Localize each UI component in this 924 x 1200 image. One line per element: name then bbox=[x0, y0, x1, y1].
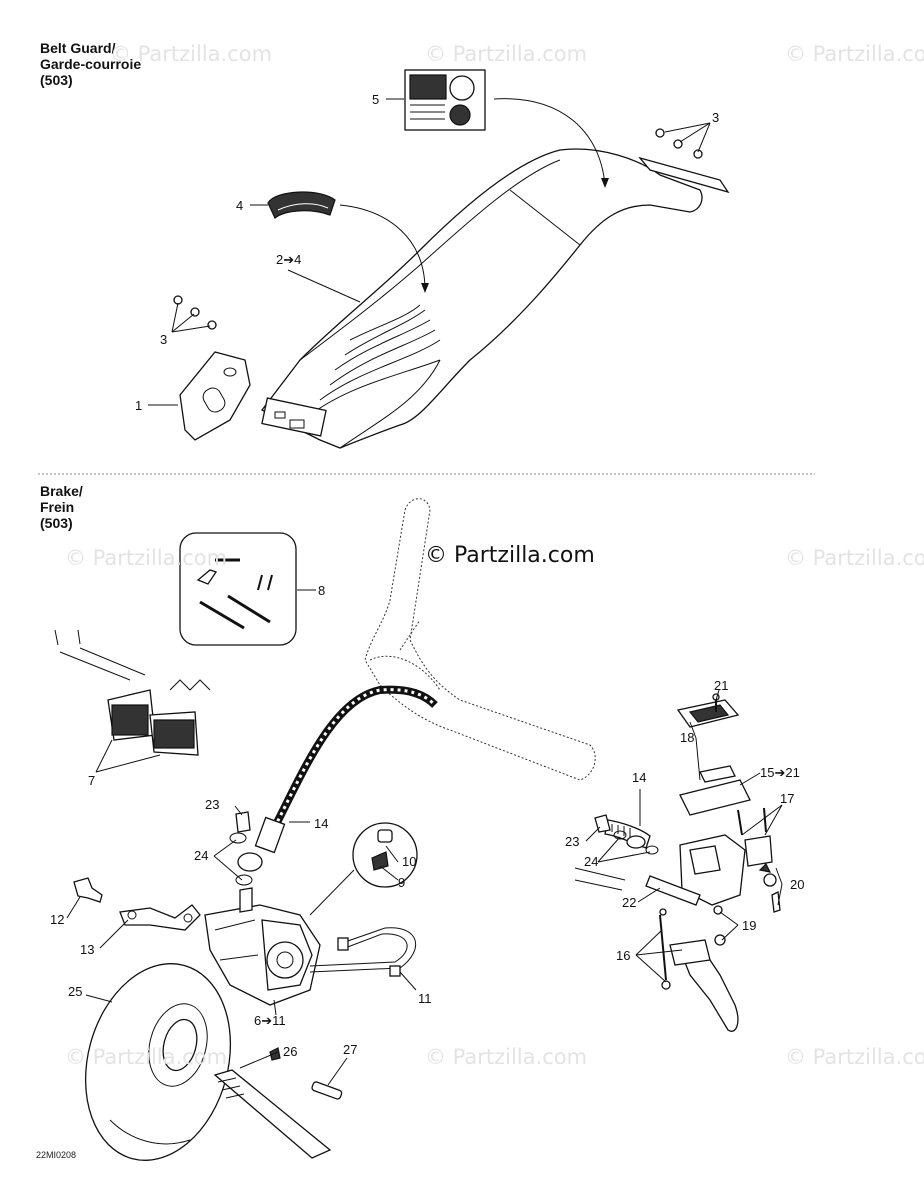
brake-disc-25 bbox=[84, 963, 232, 1161]
callout-5: 5 bbox=[372, 92, 379, 107]
watermark: © Partzilla.com bbox=[785, 42, 924, 66]
callout-10: 10 bbox=[402, 854, 416, 869]
callout-19: 19 bbox=[742, 918, 756, 933]
bracket-13 bbox=[119, 904, 201, 931]
belt-guard-title-en: Belt Guard/ bbox=[40, 40, 116, 56]
belt-guard-title-fr: Garde-courroie bbox=[40, 56, 142, 72]
callout-23a: 23 bbox=[205, 797, 219, 812]
brake-title-en: Brake/ bbox=[40, 483, 83, 499]
brake-pads-7 bbox=[54, 629, 211, 756]
key-27 bbox=[311, 1081, 343, 1100]
callout-11: 11 bbox=[418, 991, 432, 1006]
callout-26: 26 bbox=[283, 1044, 297, 1059]
callout-15-21: 15➔21 bbox=[760, 765, 800, 780]
nuts-3b bbox=[173, 295, 217, 330]
callout-8: 8 bbox=[318, 583, 325, 598]
callout-17: 17 bbox=[780, 791, 794, 806]
watermark: © Partzilla.com bbox=[425, 42, 588, 66]
callout-27: 27 bbox=[343, 1042, 357, 1057]
callout-16: 16 bbox=[616, 948, 630, 963]
brake-title: Brake/ Frein (503) bbox=[40, 483, 83, 531]
nuts-3a bbox=[655, 128, 703, 159]
brake-code: (503) bbox=[40, 515, 73, 531]
callout-1: 1 bbox=[135, 398, 142, 413]
watermark: © Partzilla.com bbox=[65, 546, 228, 570]
caliper-6 bbox=[204, 887, 321, 1006]
callout-22: 22 bbox=[622, 895, 636, 910]
callout-7: 7 bbox=[88, 773, 95, 788]
callout-23b: 23 bbox=[565, 834, 579, 849]
belt-guard-cover bbox=[261, 148, 703, 449]
watermark: © Partzilla.com bbox=[785, 546, 924, 570]
callout-14b: 14 bbox=[314, 816, 328, 831]
brake-drawing bbox=[54, 498, 783, 1161]
callout-6-11: 6➔11 bbox=[254, 1013, 286, 1028]
kit-8-box bbox=[179, 532, 297, 646]
watermark: © Partzilla.com bbox=[65, 1045, 228, 1069]
belt-guard-code: (503) bbox=[40, 72, 73, 88]
decal-4 bbox=[267, 191, 336, 219]
callout-13: 13 bbox=[80, 942, 94, 957]
callout-3a: 3 bbox=[712, 110, 719, 125]
brake-title-fr: Frein bbox=[40, 499, 75, 515]
bolt-12 bbox=[73, 877, 103, 903]
callout-14a: 14 bbox=[632, 770, 646, 785]
shaft bbox=[213, 1069, 332, 1159]
brake-lever bbox=[679, 944, 739, 1032]
diagram-code: 22MI0208 bbox=[36, 1150, 77, 1160]
callout-2-4: 2➔4 bbox=[276, 252, 301, 267]
belt-guard-drawing bbox=[148, 69, 730, 449]
brake-hose bbox=[264, 685, 438, 842]
watermark: © Partzilla.com bbox=[785, 1045, 924, 1069]
callout-3b: 3 bbox=[160, 332, 167, 347]
callout-9: 9 bbox=[398, 875, 405, 890]
master-cylinder bbox=[574, 693, 781, 1032]
callout-25: 25 bbox=[68, 984, 82, 999]
belt-guard-title: Belt Guard/ Garde-courroie (503) bbox=[40, 40, 141, 88]
callout-18: 18 bbox=[680, 730, 694, 745]
callout-20: 20 bbox=[790, 877, 804, 892]
callout-24a: 24 bbox=[194, 848, 208, 863]
watermark: © Partzilla.com bbox=[425, 1045, 588, 1069]
watermark: © Partzilla.com bbox=[110, 42, 273, 66]
bracket-1 bbox=[179, 351, 251, 441]
watermark-main: © Partzilla.com bbox=[425, 543, 595, 568]
callout-12: 12 bbox=[50, 912, 64, 927]
callout-24b: 24 bbox=[584, 854, 598, 869]
handlebar-outline bbox=[364, 498, 596, 781]
callout-21: 21 bbox=[714, 678, 728, 693]
callout-4: 4 bbox=[236, 198, 243, 213]
callout-labels: 5 3 4 2➔4 3 1 8 21 18 15➔21 14 17 7 23 1… bbox=[50, 92, 804, 1059]
